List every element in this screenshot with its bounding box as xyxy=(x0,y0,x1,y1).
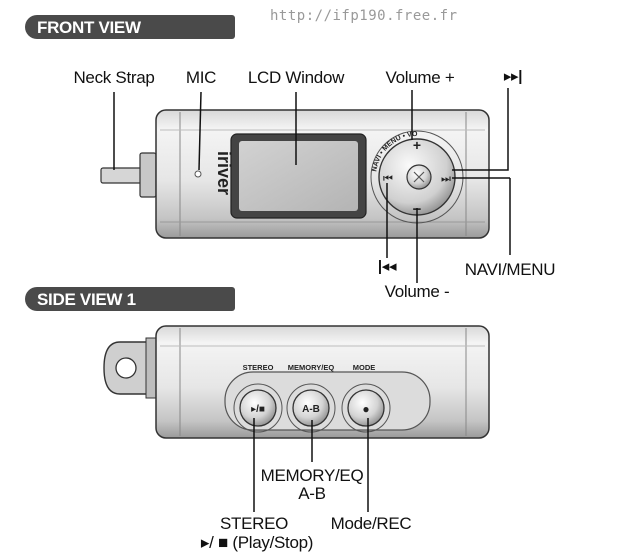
label-ab: A-B xyxy=(298,484,326,503)
strap-loop xyxy=(103,337,159,399)
label-volume-plus: Volume + xyxy=(385,68,455,87)
front-view-title: FRONT VIEW xyxy=(37,18,141,37)
side-view-header: SIDE VIEW 1 xyxy=(25,287,235,311)
ab-button[interactable]: A-B xyxy=(286,383,336,433)
front-device: iriver + − ⏮ ⏭ NAVI • MENU • VOL xyxy=(0,0,490,239)
rec-glyph: ● xyxy=(362,402,369,416)
ab-glyph: A-B xyxy=(302,404,320,415)
play-stop-button[interactable]: ▸/■ xyxy=(233,383,283,433)
side-device: STEREO MEMORY/EQ MODE ▸/■ A-B ● xyxy=(103,325,490,439)
front-leaders xyxy=(113,88,511,283)
label-next: ▸▸| xyxy=(503,68,523,85)
next-key[interactable]: ⏭ xyxy=(441,173,451,185)
side-view-title: SIDE VIEW 1 xyxy=(37,290,136,309)
brand-logo: iriver xyxy=(214,151,234,195)
stereo-print: STEREO xyxy=(243,363,274,372)
source-url: http://ifp190.free.fr xyxy=(270,8,458,24)
side-leaders xyxy=(253,418,369,512)
neck-strap xyxy=(100,152,157,198)
label-navi-menu: NAVI/MENU xyxy=(464,260,556,279)
rec-button[interactable]: ● xyxy=(341,383,391,433)
label-prev: |◂◂ xyxy=(377,258,397,275)
play-stop-glyph: ▸/■ xyxy=(251,404,265,415)
label-stereo: STEREO xyxy=(219,514,289,533)
label-play-stop: ▸/ ■ (Play/Stop) xyxy=(200,533,314,552)
lcd-window xyxy=(239,141,358,211)
mic-hole xyxy=(194,170,202,178)
mode-print: MODE xyxy=(353,363,376,372)
prev-key[interactable]: ⏮ xyxy=(383,173,393,185)
label-memory-eq: MEMORY/EQ xyxy=(260,466,364,485)
label-mic: MIC xyxy=(185,68,217,87)
label-volume-minus: Volume - xyxy=(384,282,450,301)
label-mode-rec: Mode/REC xyxy=(330,514,412,533)
vol-plus-key[interactable]: + xyxy=(413,137,421,153)
label-lcd-window: LCD Window xyxy=(247,68,345,87)
front-view-header: FRONT VIEW xyxy=(25,15,235,39)
memory-eq-print: MEMORY/EQ xyxy=(288,363,335,372)
label-neck-strap: Neck Strap xyxy=(73,68,155,87)
